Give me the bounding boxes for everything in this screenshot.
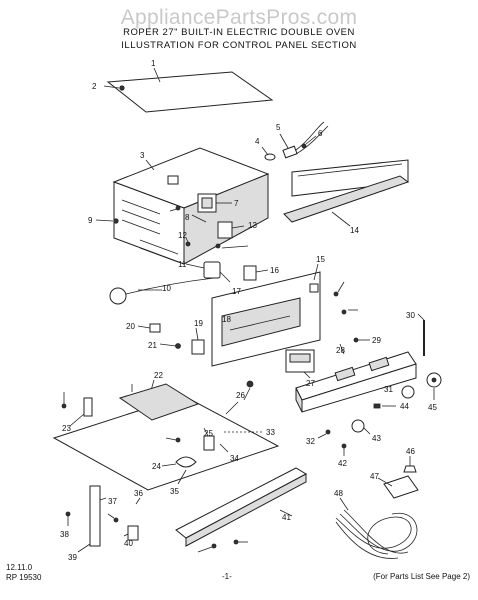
callout-14: 14 — [350, 226, 359, 235]
callout-30: 30 — [406, 311, 415, 320]
callout-16: 16 — [270, 266, 279, 275]
diagram-title: ROPER 27" BUILT-IN ELECTRIC DOUBLE OVEN — [123, 27, 355, 38]
callout-38: 38 — [60, 530, 69, 539]
timer-motor — [203, 261, 221, 279]
control-knob — [401, 385, 415, 399]
callout-27: 27 — [306, 379, 315, 388]
infinite-switch — [191, 339, 205, 355]
wire-nut — [403, 465, 417, 473]
oven-thermostat — [109, 287, 127, 305]
callout-31: 31 — [384, 385, 393, 394]
callout-24: 24 — [152, 462, 161, 471]
control-panel-trim — [283, 159, 410, 223]
callout-23: 23 — [62, 424, 71, 433]
side-bracket — [83, 397, 93, 417]
callout-9: 9 — [88, 216, 93, 225]
callout-1: 1 — [151, 59, 156, 68]
callout-42: 42 — [338, 459, 347, 468]
terminal-connector — [149, 323, 161, 333]
page-number: -1- — [222, 572, 232, 581]
wiring-harness — [335, 509, 418, 559]
hinge-bracket — [127, 525, 139, 541]
control-relay — [217, 221, 233, 239]
thermal-fuse — [264, 153, 276, 161]
callout-48: 48 — [334, 489, 343, 498]
callout-8: 8 — [185, 213, 190, 222]
callout-40: 40 — [124, 539, 133, 548]
callout-44: 44 — [400, 402, 409, 411]
callout-20: 20 — [126, 322, 135, 331]
callout-21: 21 — [148, 341, 157, 350]
callout-13: 13 — [248, 221, 257, 230]
callout-25: 25 — [204, 429, 213, 438]
support-bracket — [203, 435, 215, 451]
callout-6: 6 — [318, 129, 323, 138]
callout-11: 11 — [178, 260, 187, 269]
callout-29: 29 — [372, 336, 381, 345]
parts-list-reference: (For Parts List See Page 2) — [373, 572, 470, 581]
callout-28: 28 — [336, 346, 345, 355]
spring-clip — [373, 403, 381, 409]
revision-date: 12.11.0 — [6, 563, 33, 572]
callout-15: 15 — [316, 255, 325, 264]
callout-4: 4 — [255, 137, 260, 146]
callout-17: 17 — [232, 287, 241, 296]
control-panel — [211, 271, 321, 367]
bottom-tray — [52, 383, 280, 491]
callout-36: 36 — [134, 489, 143, 498]
watermark: AppliancePartsPros.com — [120, 6, 358, 29]
terminal-block — [282, 145, 298, 159]
callout-5: 5 — [276, 123, 281, 132]
junction-plate — [383, 475, 419, 499]
side-trim — [89, 485, 101, 547]
callout-47: 47 — [370, 472, 379, 481]
callout-2: 2 — [92, 82, 97, 91]
callout-46: 46 — [406, 447, 415, 456]
callout-41: 41 — [282, 513, 291, 522]
callout-22: 22 — [154, 371, 163, 380]
callout-39: 39 — [68, 553, 77, 562]
callout-26: 26 — [236, 391, 245, 400]
indicator-lamp — [243, 265, 257, 281]
top-cover-plate — [106, 71, 274, 113]
wire-clamp — [175, 456, 197, 468]
callout-7: 7 — [234, 199, 239, 208]
callout-19: 19 — [194, 319, 203, 328]
callout-45: 45 — [428, 403, 437, 412]
lower-trim-rail — [175, 467, 308, 547]
callout-34: 34 — [230, 454, 239, 463]
callout-18: 18 — [222, 315, 231, 324]
control-box-housing — [112, 147, 270, 265]
callout-33: 33 — [266, 428, 275, 437]
callout-35: 35 — [170, 487, 179, 496]
lower-knob — [351, 419, 365, 433]
callout-43: 43 — [372, 434, 381, 443]
callout-3: 3 — [140, 151, 145, 160]
publication-number: RP 19530 — [6, 573, 42, 582]
callout-32: 32 — [306, 437, 315, 446]
diagram-subtitle: ILLUSTRATION FOR CONTROL PANEL SECTION — [121, 40, 357, 51]
control-panel-face — [295, 351, 417, 413]
callout-12: 12 — [178, 231, 187, 240]
callout-37: 37 — [108, 497, 117, 506]
callout-10: 10 — [162, 284, 171, 293]
